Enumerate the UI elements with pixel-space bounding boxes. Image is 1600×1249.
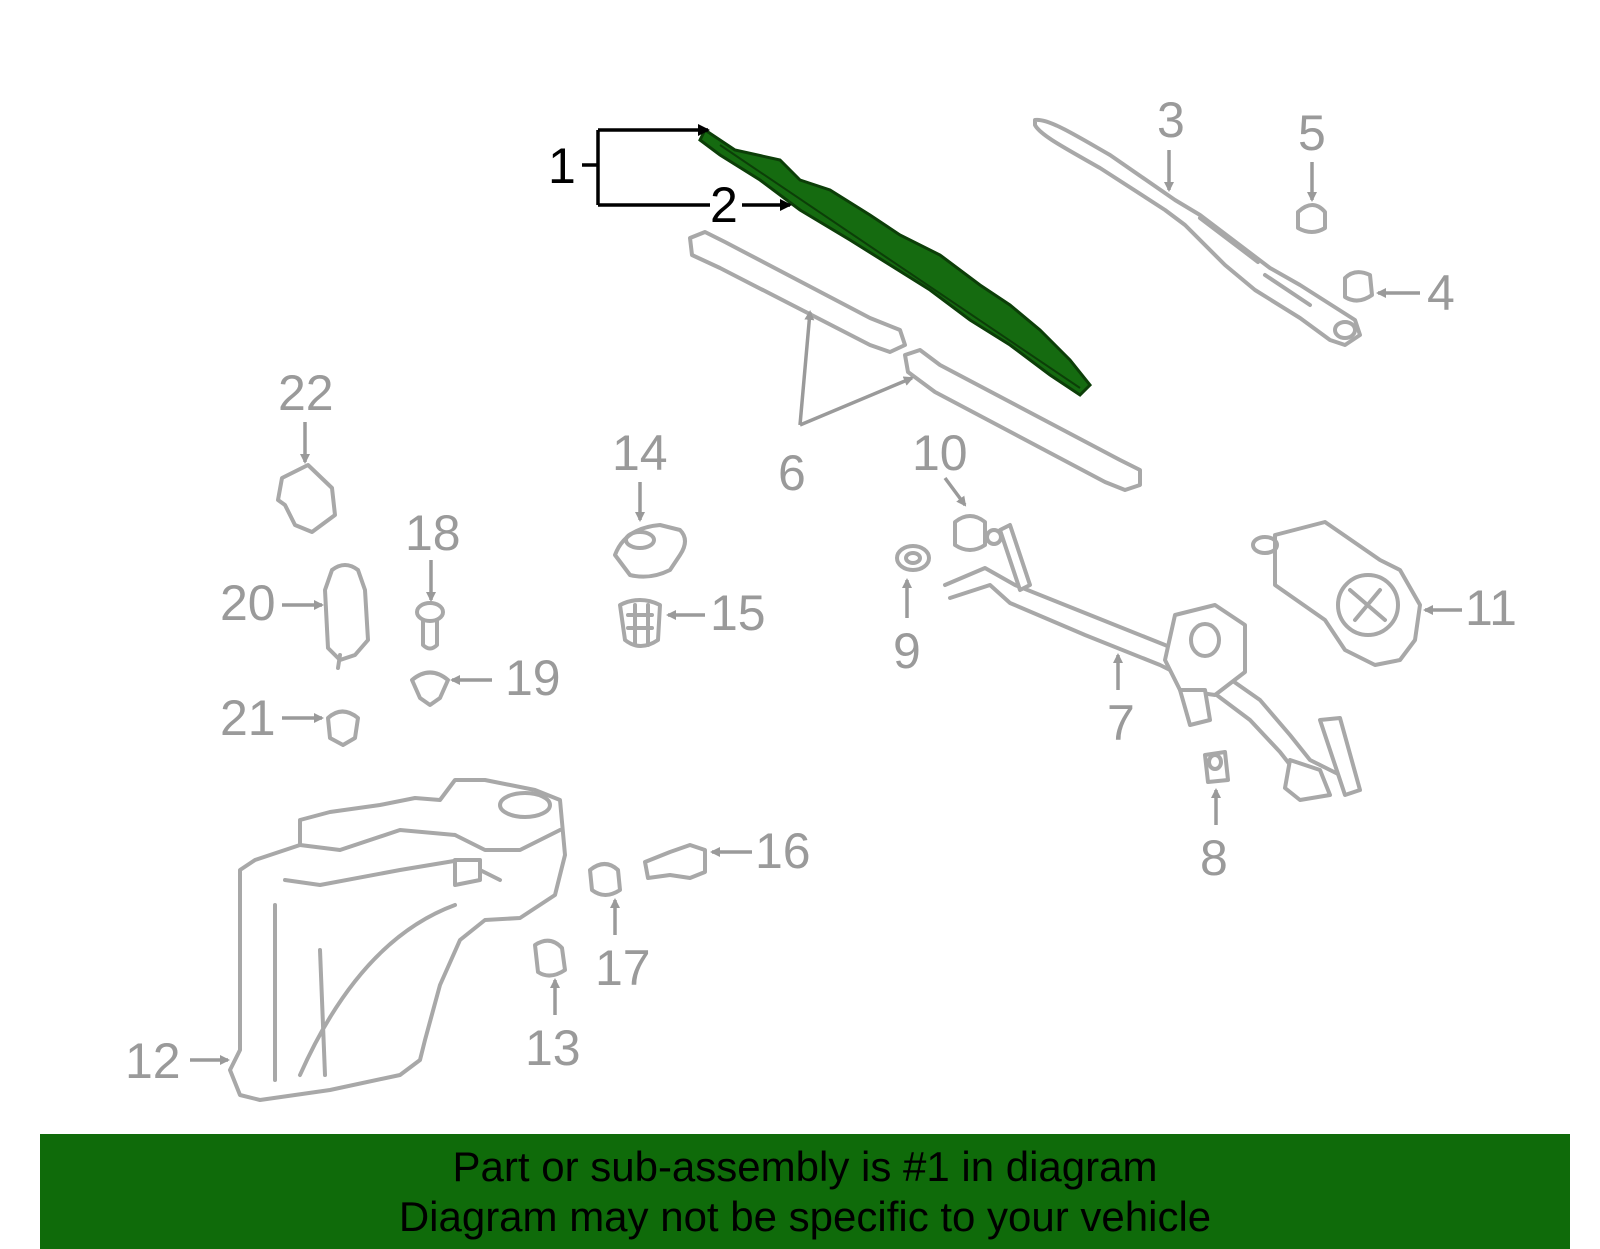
callout-6: 6	[778, 445, 806, 501]
callout-7-group: 7	[1107, 653, 1135, 751]
callout-3-group: 3	[1157, 92, 1185, 192]
washer-reservoir-part	[228, 778, 567, 1102]
washer-pump-part	[323, 563, 370, 670]
washer-nozzle-part	[643, 843, 707, 880]
callout-8: 8	[1200, 830, 1228, 886]
banner-line-1: Part or sub-assembly is #1 in diagram	[452, 1143, 1158, 1190]
callout-16: 16	[755, 823, 811, 879]
callout-3: 3	[1157, 92, 1185, 148]
info-banner: Part or sub-assembly is #1 in diagram Di…	[40, 1134, 1570, 1249]
callout-5: 5	[1298, 105, 1326, 161]
callout-12-group: 12	[125, 1033, 230, 1089]
wiper-motor-part	[1251, 520, 1422, 667]
callout-22: 22	[278, 365, 334, 421]
grommet-9-part	[895, 544, 931, 572]
callout-2-group: 2	[710, 177, 792, 233]
callout-12: 12	[125, 1033, 181, 1089]
grommet-17-part	[588, 862, 622, 897]
callout-5-group: 5	[1298, 105, 1326, 202]
callout-20-group: 20	[220, 575, 324, 631]
wiper-linkage-part	[943, 523, 1362, 802]
grommet-19-part	[410, 670, 450, 707]
callout-1: 1	[548, 138, 576, 194]
callout-13: 13	[525, 1020, 581, 1076]
callout-18-group: 18	[405, 505, 461, 602]
callout-20: 20	[220, 575, 276, 631]
callout-15: 15	[710, 585, 766, 641]
grommet-10-part	[953, 514, 987, 552]
callout-8-group: 8	[1200, 788, 1228, 886]
callout-13-group: 13	[525, 978, 581, 1076]
callout-1-group: 1	[548, 130, 710, 207]
callout-15-group: 15	[666, 585, 766, 641]
callout-19-group: 19	[450, 650, 561, 706]
wiper-blade-part[interactable]	[698, 127, 1093, 397]
callout-2: 2	[710, 177, 738, 233]
callout-9-group: 9	[893, 578, 921, 679]
callout-14-group: 14	[612, 425, 668, 522]
callout-21-group: 21	[220, 690, 324, 746]
callout-14: 14	[612, 425, 668, 481]
filter-part	[618, 598, 662, 648]
callout-18: 18	[405, 505, 461, 561]
grommet-8-part	[1203, 750, 1230, 784]
banner-line-2: Diagram may not be specific to your vehi…	[398, 1193, 1212, 1240]
grommet-21-part	[326, 709, 360, 747]
wiper-arm-right-part	[1033, 117, 1362, 347]
callout-10-group: 10	[912, 425, 968, 507]
callout-4: 4	[1427, 265, 1455, 321]
callout-10: 10	[912, 425, 968, 481]
connector-part	[276, 463, 337, 534]
callout-9: 9	[893, 623, 921, 679]
grommet-13-part	[533, 938, 567, 978]
callout-17: 17	[595, 940, 651, 996]
cap-part	[1343, 270, 1374, 303]
callout-21: 21	[220, 690, 276, 746]
callout-19: 19	[505, 650, 561, 706]
nut-part	[1296, 203, 1327, 234]
callout-4-group: 4	[1376, 265, 1455, 321]
callout-22-group: 22	[278, 365, 334, 464]
callout-7: 7	[1107, 695, 1135, 751]
callout-16-group: 16	[710, 823, 811, 879]
wiper-arm-left-part	[688, 230, 1142, 492]
callout-11: 11	[1465, 580, 1517, 636]
callout-6-group: 6	[778, 310, 914, 501]
callout-17-group: 17	[595, 898, 651, 996]
callout-11-group: 11	[1423, 580, 1517, 636]
filler-cap-part	[613, 523, 687, 579]
clip-18-part	[415, 601, 445, 651]
